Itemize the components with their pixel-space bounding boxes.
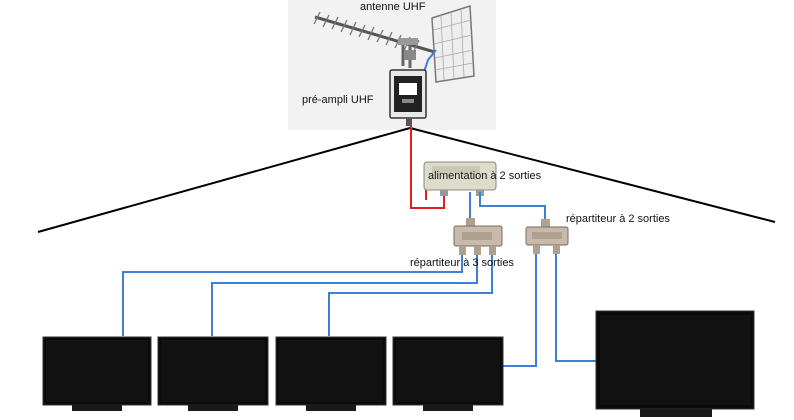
coax-to-tv-5 <box>555 254 596 362</box>
floor-line-right <box>409 127 776 223</box>
coax-preamp-to-psu <box>410 126 445 209</box>
coax-to-tv-1 <box>122 255 463 336</box>
floor-lines <box>37 127 776 233</box>
antenna-label: antenne UHF <box>360 1 426 13</box>
power-supply-label: alimentation à 2 sorties <box>428 170 542 182</box>
coax-distribution <box>122 254 596 367</box>
coax-to-tv-4 <box>502 254 537 367</box>
tv-2 <box>157 336 269 411</box>
splitter-2-way <box>525 219 569 254</box>
tv-1 <box>42 336 152 411</box>
tv-3 <box>275 336 387 411</box>
splitter-3-way <box>453 218 503 255</box>
tv-4 <box>392 336 504 411</box>
coax-to-tv-3 <box>328 255 493 336</box>
coax-to-tv-2 <box>211 255 478 336</box>
preamp-label: pré-ampli UHF <box>302 94 374 106</box>
splitter-2-label: répartiteur à 2 sorties <box>566 213 670 225</box>
tv-5 <box>595 310 755 417</box>
uhf-antenna <box>313 4 475 83</box>
coax-psu-to-splitter2 <box>479 192 546 220</box>
uhf-preamp <box>389 69 427 126</box>
splitter-3-label: répartiteur à 3 sorties <box>410 257 514 269</box>
floor-line-left <box>37 127 411 233</box>
